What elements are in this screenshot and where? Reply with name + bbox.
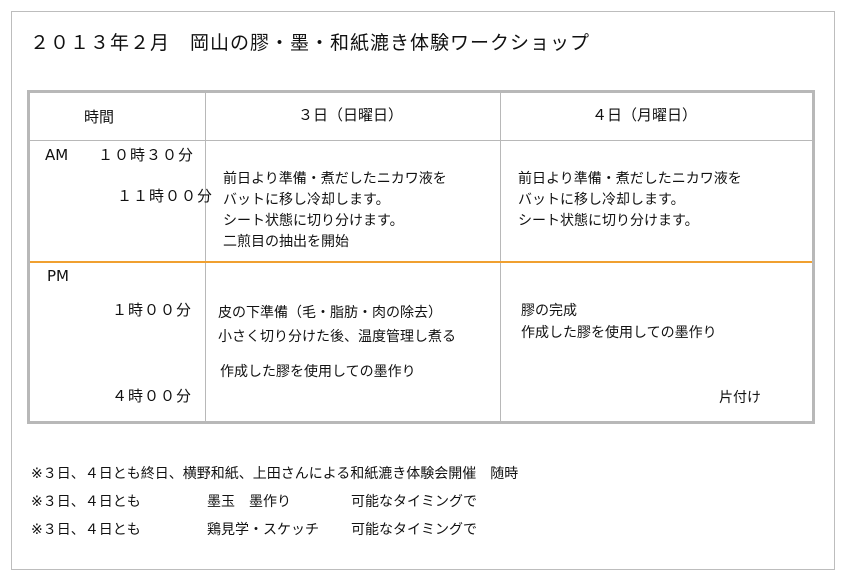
pm-time-start: １時００分 <box>112 301 193 319</box>
pm-day4-line1: 膠の完成 <box>521 303 577 319</box>
header-time: 時間 <box>84 108 115 126</box>
text-line: 二煎目の抽出を開始 <box>223 234 349 250</box>
pm-label: PM <box>47 267 69 285</box>
am-day3-text: 前日より準備・煮だしたニカワ液を バットに移し冷却します。 シート状態に切り分け… <box>223 169 447 253</box>
am-time-start: １０時３０分 <box>98 146 195 164</box>
note-2-activity: 墨玉 墨作り <box>207 494 291 510</box>
note-3-activity: 鶏見学・スケッチ <box>207 522 319 538</box>
pm-time-end: ４時００分 <box>112 387 193 405</box>
am-day4-text: 前日より準備・煮だしたニカワ液を バットに移し冷却します。 シート状態に切り分け… <box>518 169 742 232</box>
am-pm-divider <box>30 261 812 263</box>
column-divider <box>500 93 501 421</box>
schedule-table: 時間 ３日（日曜日） ４日（月曜日） AM １０時３０分 １１時００分 前日より… <box>27 90 815 424</box>
page-frame <box>11 11 835 570</box>
header-day4: ４日（月曜日） <box>592 106 698 124</box>
text-line: シート状態に切り分けます。 <box>518 213 699 229</box>
am-time-end: １１時００分 <box>117 187 214 205</box>
pm-day4-end: 片付け <box>719 390 761 406</box>
text-line: 前日より準備・煮だしたニカワ液を <box>223 171 447 187</box>
note-2-prefix: ※３日、４日とも <box>31 494 141 510</box>
text-line: バットに移し冷却します。 <box>223 192 390 208</box>
am-label: AM <box>45 146 69 164</box>
header-divider <box>30 140 812 141</box>
pm-day3-line1: 皮の下準備（毛・脂肪・肉の除去） <box>218 305 442 321</box>
note-2: ※３日、４日とも 墨玉 墨作り 可能なタイミングで <box>31 491 477 511</box>
text-line: 前日より準備・煮だしたニカワ液を <box>518 171 742 187</box>
header-day3: ３日（日曜日） <box>298 106 404 124</box>
note-2-timing: 可能なタイミングで <box>351 494 477 510</box>
note-3-timing: 可能なタイミングで <box>351 522 477 538</box>
note-1: ※３日、４日とも終日、横野和紙、上田さんによる和紙漉き体験会開催 随時 <box>31 463 518 483</box>
pm-day3-line3: 作成した膠を使用しての墨作り <box>220 364 416 380</box>
note-3-prefix: ※３日、４日とも <box>31 522 141 538</box>
pm-day4-line2: 作成した膠を使用しての墨作り <box>521 325 717 341</box>
note-1-text: ※３日、４日とも終日、横野和紙、上田さんによる和紙漉き体験会開催 随時 <box>31 466 519 482</box>
column-divider <box>205 93 206 421</box>
note-3: ※３日、４日とも 鶏見学・スケッチ 可能なタイミングで <box>31 519 477 539</box>
pm-day3-line2: 小さく切り分けた後、温度管理し煮る <box>218 329 456 345</box>
text-line: シート状態に切り分けます。 <box>223 213 404 229</box>
text-line: バットに移し冷却します。 <box>518 192 685 208</box>
page-title: ２０１３年２月 岡山の膠・墨・和紙漉き体験ワークショップ <box>30 32 591 54</box>
